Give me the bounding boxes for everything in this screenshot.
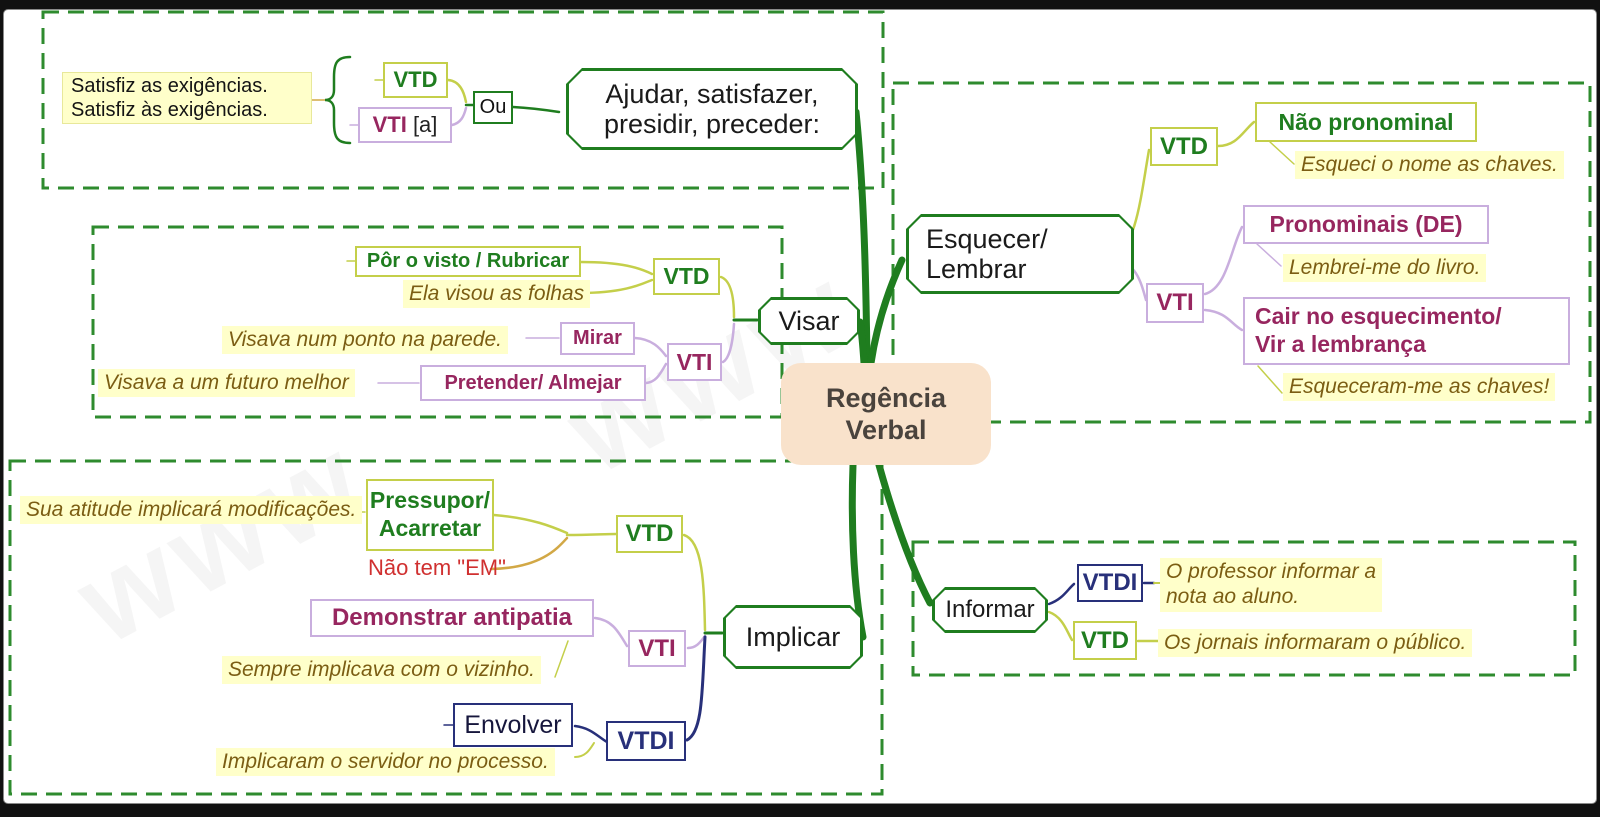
section-esquecer-outline (891, 81, 1592, 424)
visar-vtd-badge: VTD (653, 258, 720, 295)
section-implicar-outline (8, 459, 884, 796)
ajudar-vti-badge: VTI [a] (358, 107, 452, 143)
ajudar-example-line1: Satisfiz as exigências. (71, 75, 268, 97)
esquecer-node-line1: Esquecer/ (926, 223, 1048, 254)
esquecer-cair-example: Esqueceram-me as chaves! (1283, 373, 1556, 401)
esquecer-cair-box: Cair no esquecimento/ Vir a lembrança (1243, 297, 1570, 365)
informar-vtdi-example: O professor informar a nota ao aluno. (1160, 558, 1383, 612)
ajudar-node-line2: presidir, preceder: (603, 109, 821, 139)
visar-pretender-example: Visava a um futuro melhor (98, 369, 355, 397)
implicar-envolver-box: Envolver (453, 703, 573, 747)
implicar-pressupor-box: Pressupor/ Acarretar (366, 479, 494, 551)
ajudar-vtd-badge: VTD (383, 62, 448, 98)
implicar-node-label: Implicar (745, 621, 841, 652)
esquecer-vtd-example: Esqueci o nome as chaves. (1295, 151, 1564, 179)
implicar-vtd-badge: VTD (616, 515, 683, 553)
implicar-vtdi-example: Implicaram o servidor no processo. (216, 748, 555, 776)
connector-visar (346, 260, 759, 385)
esquecer-pronominais-box: Pronominais (DE) (1243, 205, 1489, 244)
ajudar-example-box: Satisfiz as exigências. Satisfiz às exig… (62, 72, 312, 124)
esquecer-vtd-label-box: Não pronominal (1255, 102, 1477, 142)
implicar-vti-example: Sempre implicava com o vizinho. (222, 656, 541, 684)
implicar-vtd-example: Sua atitude implicará modificações. (20, 496, 363, 524)
informar-vtdi-badge: VTDI (1077, 564, 1143, 602)
implicar-pressupor-line1: Pressupor/ (369, 487, 491, 514)
implicar-pressupor-line2: Acarretar (378, 515, 482, 541)
ajudar-node-line1: Ajudar, satisfazer, (605, 78, 819, 109)
ajudar-vti-note: [a] (412, 112, 438, 137)
connector-ajudar (309, 55, 561, 145)
visar-mirar-example: Visava num ponto na parede. (222, 326, 508, 354)
esquecer-pronominais-example: Lembrei-me do livro. (1283, 254, 1487, 282)
informar-vtd-example: Os jornais informaram o público. (1158, 629, 1473, 657)
informar-node-label: Informar (945, 595, 1035, 623)
ajudar-vti-label: VTI (372, 112, 407, 137)
visar-vtd-label-box: Pôr o visto / Rubricar (355, 246, 581, 277)
implicar-vti-badge: VTI (628, 630, 686, 667)
ajudar-ou-badge: Ou (473, 91, 513, 124)
visar-vti-badge: VTI (667, 343, 722, 381)
visar-pretender-box: Pretender/ Almejar (420, 365, 646, 401)
center-branches (848, 108, 934, 641)
center-node-regencia-verbal: Regência Verbal (781, 363, 991, 465)
implicar-vtdi-badge: VTDI (606, 721, 686, 761)
esquecer-vti-badge: VTI (1146, 283, 1204, 323)
center-node-line1: Regência (825, 382, 947, 413)
esquecer-node: Esquecer/Lembrar (906, 214, 1134, 294)
informar-vtdi-example-line1: O professor informar a (1166, 560, 1377, 583)
implicar-vti-label-box: Demonstrar antipatia (310, 599, 594, 637)
ajudar-node: Ajudar, satisfazer,presidir, preceder: (566, 68, 858, 150)
visar-node-label: Visar (778, 305, 840, 336)
esquecer-vtd-badge: VTD (1150, 127, 1218, 166)
esquecer-cair-line2: Vir a lembrança (1255, 331, 1426, 357)
visar-vtd-example: Ela visou as folhas (403, 280, 591, 308)
visar-mirar-box: Mirar (560, 322, 635, 355)
esquecer-cair-line1: Cair no esquecimento/ (1255, 303, 1502, 330)
center-node-line2: Verbal (845, 415, 927, 445)
implicar-node: Implicar (723, 605, 863, 669)
informar-node: Informar (932, 587, 1048, 633)
section-informar-outline (911, 540, 1577, 677)
informar-vtd-badge: VTD (1073, 621, 1137, 660)
connector-informar (1047, 581, 1164, 643)
esquecer-node-line2: Lembrar (926, 254, 1027, 284)
section-ajudar-outline (41, 10, 885, 190)
implicar-pressupor-note: Não tem "EM" (368, 555, 506, 580)
ajudar-example-line2: Satisfiz às exigências. (71, 99, 268, 121)
informar-vtdi-example-line2: nota ao aluno. (1166, 584, 1300, 608)
visar-node: Visar (758, 297, 860, 345)
